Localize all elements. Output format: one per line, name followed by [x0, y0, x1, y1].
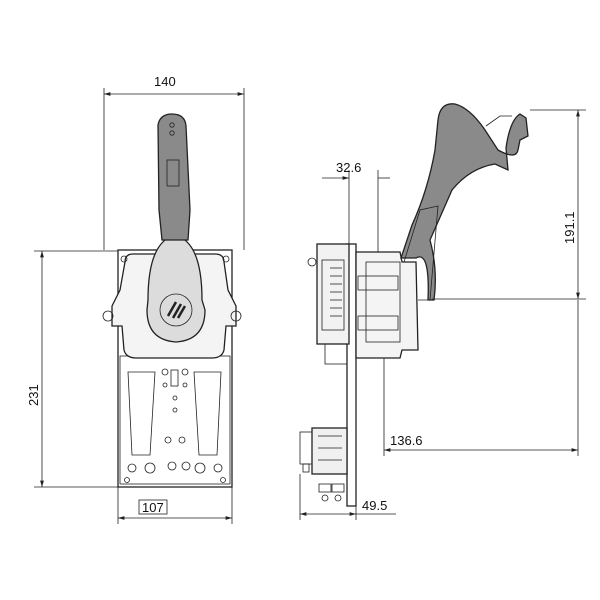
connector-ribs — [318, 435, 342, 461]
side-lever — [400, 103, 529, 301]
dim-side-height: 191.1 — [432, 109, 586, 300]
lever-stem — [403, 205, 439, 301]
left-slot — [127, 371, 156, 456]
side-lower-bracket — [324, 343, 348, 365]
side-view — [299, 103, 529, 507]
lever-button-bottom — [169, 130, 175, 136]
side-bolt-top — [307, 257, 317, 267]
front-pin — [170, 369, 179, 387]
dim-side-base-label: 49.5 — [362, 498, 387, 513]
dim-side-offset-label: 32.6 — [336, 160, 361, 175]
right-ear-bolt — [230, 310, 242, 322]
connector-tip — [302, 463, 310, 473]
housing-slot-1 — [357, 275, 399, 291]
dim-side-depth: 136.6 — [383, 300, 579, 456]
lever-button-top — [169, 122, 175, 128]
dim-side-depth-label: 136.6 — [390, 433, 423, 448]
right-slot — [193, 371, 222, 456]
front-view — [102, 113, 242, 488]
front-lever — [157, 113, 191, 241]
left-ear-bolt — [102, 310, 114, 322]
connector-flange — [299, 431, 313, 465]
brand-logo-icon — [159, 293, 193, 327]
dim-side-base: 49.5 — [299, 474, 396, 520]
lever-window — [166, 159, 180, 187]
dim-front-height-label: 231 — [26, 384, 41, 406]
dim-front-width-label: 140 — [154, 74, 176, 89]
housing-collar — [365, 261, 401, 343]
plate-holes — [124, 368, 226, 483]
dim-side-offset: 32.6 — [322, 160, 390, 252]
cable-connector — [311, 427, 348, 475]
top-left-bolt — [120, 255, 128, 263]
housing-slot-2 — [357, 315, 399, 331]
dim-side-height-label: 191.1 — [562, 211, 577, 244]
top-right-bolt — [222, 255, 230, 263]
mechanism-inner — [321, 259, 345, 331]
gear-teeth — [330, 267, 342, 317]
dim-front-height: 231 — [26, 250, 118, 488]
side-mounting-plate — [346, 243, 357, 507]
dim-plate-width: 107 — [117, 487, 233, 524]
dim-plate-width-label: 107 — [142, 500, 164, 515]
dim-front-width: 140 — [103, 74, 245, 250]
side-housing — [355, 251, 419, 359]
lever-grip-detail — [485, 115, 512, 127]
base-fittings — [318, 483, 345, 502]
